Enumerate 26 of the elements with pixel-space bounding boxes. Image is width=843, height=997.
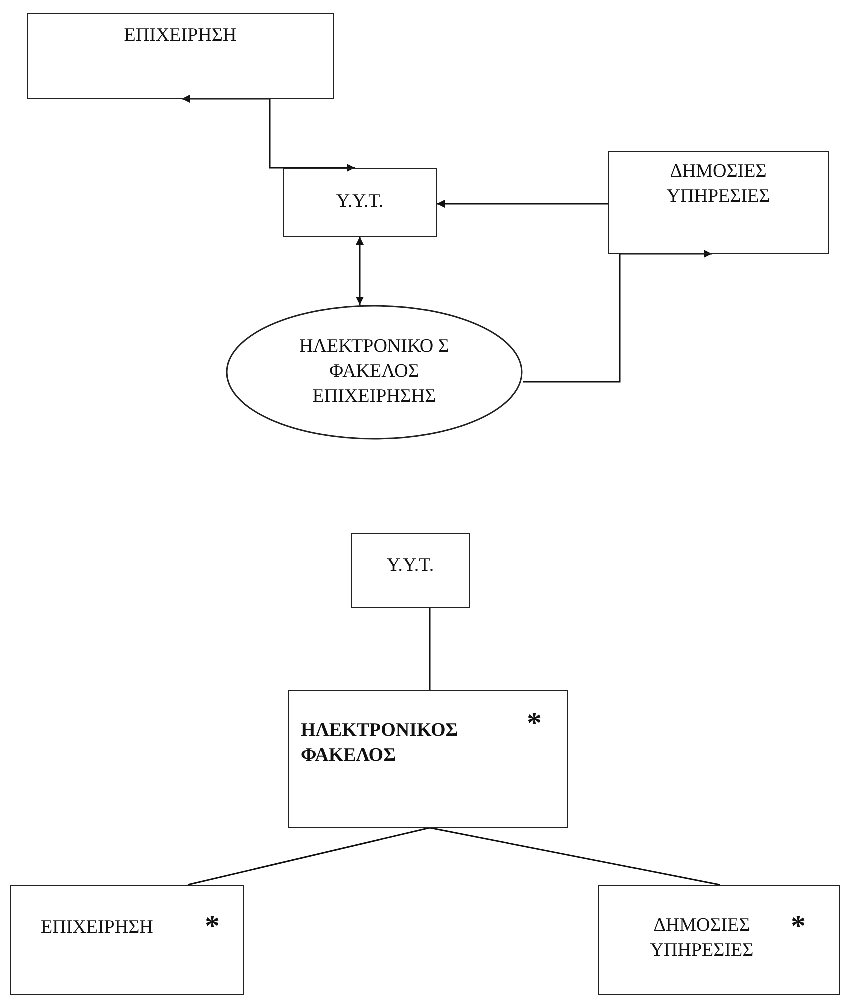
connector-line <box>188 827 430 886</box>
node-label: ΕΠΙΧΕΙΡΗΣΗ <box>124 24 237 48</box>
asterisk-mark: * <box>205 912 220 942</box>
node-label: ΔΗΜΟΣΙΕΣ ΥΠΗΡΕΣΙΕΣ <box>649 914 755 963</box>
asterisk-mark: * <box>791 912 806 942</box>
arrow <box>182 95 355 172</box>
process-box <box>608 151 829 254</box>
node-label: ΕΠΙΧΕΙΡΗΣΗ <box>41 916 154 940</box>
process-box <box>288 690 568 828</box>
asterisk-mark: * <box>527 709 542 739</box>
node-label: ΔΗΜΟΣΙΕΣ ΥΠΗΡΕΣΙΕΣ <box>666 160 772 209</box>
arrow <box>523 250 712 383</box>
process-box <box>351 533 470 608</box>
connector-line <box>429 608 431 690</box>
ellipse-node <box>226 305 523 440</box>
process-box <box>598 885 840 995</box>
arrow <box>356 237 364 305</box>
node-label: ΗΛΕΚΤΡΟΝΙΚΟ Σ ΦΑΚΕΛΟΣ ΕΠΙΧΕΙΡΗΣΗΣ <box>298 335 450 409</box>
process-box <box>10 885 244 995</box>
node-label: ΗΛΕΚΤΡΟΝΙΚΟΣ ΦΑΚΕΛΟΣ <box>301 719 460 768</box>
connector-line <box>430 827 720 886</box>
node-label: Υ.Υ.Τ. <box>336 190 384 214</box>
process-box <box>27 13 334 99</box>
node-label: Υ.Υ.Τ. <box>386 554 434 578</box>
process-box <box>283 168 437 237</box>
arrow <box>437 200 608 208</box>
